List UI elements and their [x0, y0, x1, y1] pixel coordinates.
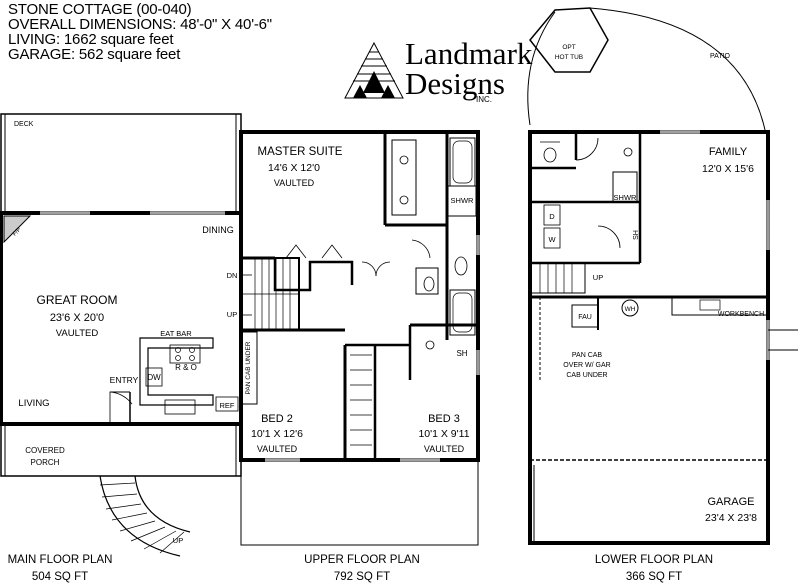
lower-shelf-label: SH: [633, 230, 640, 240]
hot-tub-label-2: HOT TUB: [555, 54, 583, 61]
master-suite-size: 14'6 X 12'0: [268, 162, 320, 174]
great-room-vaulted: VAULTED: [56, 328, 99, 339]
bed3-vaulted: VAULTED: [424, 444, 465, 454]
workbench: [671, 296, 769, 316]
deck-outline: [0, 113, 242, 214]
lower-stair: [529, 262, 586, 294]
upper-floor-plan: [239, 130, 480, 546]
main-floor-area: 504 SQ FT: [32, 571, 88, 583]
logo-inc: INC.: [476, 95, 492, 104]
plan-title: STONE COTTAGE (00-040): [8, 1, 192, 18]
lower-floor-area: 366 SQ FT: [626, 571, 682, 583]
family-size: 12'0 X 15'6: [702, 163, 754, 175]
bed2-vaulted: VAULTED: [257, 444, 298, 454]
lower-floor-plan: [527, 7, 798, 545]
main-floor-title: MAIN FLOOR PLAN: [8, 554, 113, 566]
garage-area: GARAGE: 562 square feet: [8, 46, 181, 63]
deck-label: DECK: [14, 121, 34, 128]
main-floor-plan: [0, 113, 300, 557]
range: [169, 344, 201, 364]
water-heater: [621, 299, 639, 317]
washer: [543, 227, 561, 249]
hot-tub: [529, 7, 609, 73]
pan-cab-label-3: CAB UNDER: [566, 372, 607, 379]
family-label: FAMILY: [709, 146, 748, 158]
landmark-logo-mark: [344, 41, 404, 99]
pan-cab-under: [240, 331, 258, 405]
patio-edge: [589, 7, 766, 131]
great-room-size: 23'6 X 20'0: [50, 312, 104, 324]
bed3-label: BED 3: [428, 413, 460, 425]
porch-up-label: UP: [173, 536, 183, 545]
logo-designs: Designs: [405, 66, 505, 101]
lower-exterior-walls: [528, 130, 770, 545]
dishwasher-label: DW: [147, 373, 161, 382]
master-tub: [449, 137, 476, 187]
hot-tub-label-1: OPT: [562, 44, 575, 51]
bed2-label: BED 2: [261, 413, 293, 425]
overall-dimensions: OVERALL DIMENSIONS: 48'-0" X 40'-6": [8, 16, 272, 33]
logo-landmark: Landmark: [405, 36, 533, 71]
refrigerator: [215, 396, 239, 412]
upper-floor-title: UPPER FLOOR PLAN: [304, 554, 420, 566]
entry-label: ENTRY: [110, 375, 139, 385]
entry-door: [109, 391, 133, 423]
bed3-size: 10'1 X 9'11: [418, 428, 469, 440]
dryer-label: D: [549, 212, 555, 221]
hall-tub: [449, 289, 476, 336]
dining-label: DINING: [202, 225, 234, 235]
pan-cab-label-2: OVER W/ GAR: [563, 362, 610, 369]
hall-shelf-label: SH: [456, 349, 467, 358]
workbench-label: WORKBENCH: [718, 311, 764, 318]
dishwasher: [145, 367, 163, 387]
covered-porch-label-1: COVERED: [25, 446, 65, 455]
lower-floor-title: LOWER FLOOR PLAN: [595, 554, 713, 566]
master-suite-label: MASTER SUITE: [258, 146, 343, 158]
living-label: LIVING: [18, 398, 49, 409]
lower-shower-label: SHWR: [614, 193, 637, 202]
water-heater-label: WH: [625, 306, 636, 313]
great-room-label: GREAT ROOM: [37, 293, 118, 307]
fireplace: [3, 215, 32, 244]
living-area: LIVING: 1662 square feet: [8, 31, 174, 48]
ref-label: REF: [220, 401, 235, 410]
master-suite-vaulted: VAULTED: [274, 178, 315, 188]
eat-bar-label: EAT BAR: [160, 329, 192, 338]
covered-porch-label-2: PORCH: [31, 458, 60, 467]
lower-stair-up-label: UP: [593, 273, 603, 282]
upper-lower-outline: [240, 459, 479, 546]
kitchen-sink: [164, 399, 196, 415]
range-oven-label: R & O: [175, 363, 197, 372]
stair-up-label: UP: [227, 310, 237, 319]
kitchen-counter: [139, 337, 214, 406]
stair-dn-label: DN: [227, 271, 238, 280]
pan-cab-under-label: PAN CAB UNDER: [245, 341, 252, 394]
garage-label: GARAGE: [707, 496, 754, 508]
washer-label: W: [548, 235, 556, 244]
fireplace-label: F/P: [12, 227, 23, 238]
garage-size: 23'4 X 23'8: [705, 512, 757, 524]
bed2-size: 10'1 X 12'6: [251, 428, 303, 440]
furnace: [571, 304, 599, 328]
dryer: [543, 204, 561, 226]
upper-floor-area: 792 SQ FT: [334, 571, 390, 583]
patio-label: PATIO: [710, 53, 731, 60]
master-shower-label: SHWR: [451, 196, 474, 205]
furnace-label: FAU: [578, 314, 592, 321]
pan-cab-label-1: PAN CAB: [572, 352, 603, 359]
master-shower: [447, 185, 477, 217]
